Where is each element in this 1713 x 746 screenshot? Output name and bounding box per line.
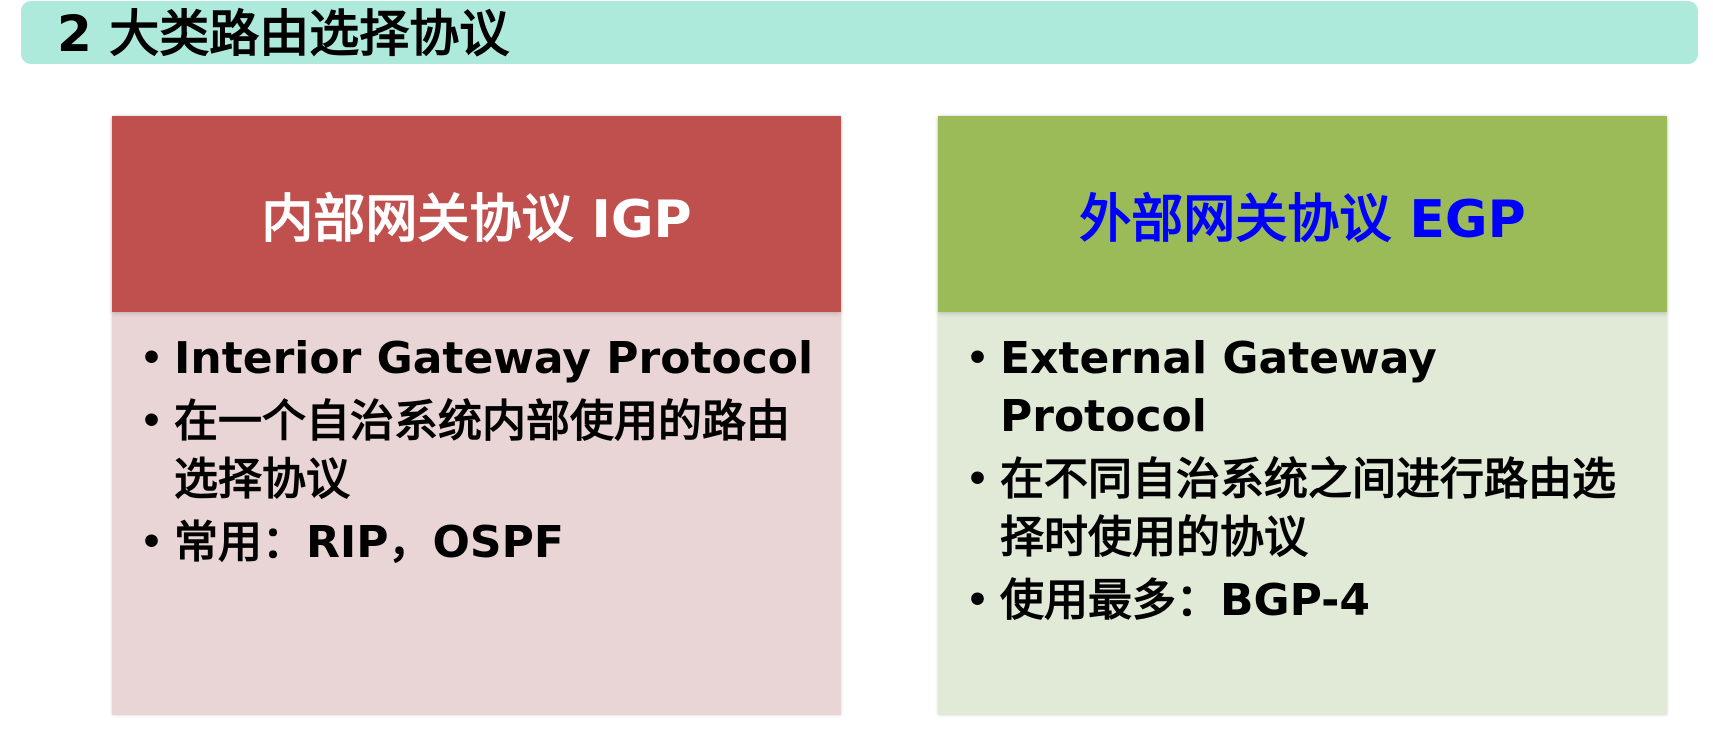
list-item: •在不同自治系统之间进行路由选择时使用的协议 (966, 451, 1647, 567)
igp-card-body: •Interior Gateway Protocol •在一个自治系统内部使用的… (112, 312, 841, 715)
bullet-icon: • (140, 522, 164, 563)
egp-bullet-list: •External Gateway Protocol •在不同自治系统之间进行路… (966, 330, 1647, 630)
list-item: •在一个自治系统内部使用的路由选择协议 (140, 393, 821, 509)
list-item: •External Gateway Protocol (966, 330, 1647, 446)
bullet-text: 常用：RIP，OSPF (174, 517, 564, 568)
bullet-icon: • (140, 338, 164, 379)
igp-card: 内部网关协议 IGP •Interior Gateway Protocol •在… (112, 116, 841, 715)
egp-card: 外部网关协议 EGP •External Gateway Protocol •在… (938, 116, 1667, 715)
egp-card-title: 外部网关协议 EGP (1079, 189, 1526, 250)
bullet-icon: • (966, 459, 990, 500)
bullet-text: 在一个自治系统内部使用的路由选择协议 (174, 396, 790, 505)
igp-bullet-list: •Interior Gateway Protocol •在一个自治系统内部使用的… (140, 330, 821, 572)
igp-card-header: 内部网关协议 IGP (112, 116, 841, 312)
slide-title: 2 大类路由选择协议 (57, 5, 510, 63)
egp-card-header: 外部网关协议 EGP (938, 116, 1667, 312)
bullet-icon: • (966, 580, 990, 621)
bullet-text: Interior Gateway Protocol (174, 333, 814, 384)
bullet-text: 在不同自治系统之间进行路由选择时使用的协议 (1000, 454, 1616, 563)
bullet-text: 使用最多：BGP-4 (1000, 575, 1371, 626)
bullet-icon: • (140, 401, 164, 442)
egp-card-body: •External Gateway Protocol •在不同自治系统之间进行路… (938, 312, 1667, 715)
igp-card-title: 内部网关协议 IGP (261, 189, 692, 250)
list-item: •使用最多：BGP-4 (966, 572, 1647, 630)
list-item: •Interior Gateway Protocol (140, 330, 821, 388)
bullet-icon: • (966, 338, 990, 379)
list-item: •常用：RIP，OSPF (140, 514, 821, 572)
title-banner: 2 大类路由选择协议 (21, 1, 1698, 64)
bullet-text: External Gateway Protocol (1000, 333, 1437, 442)
